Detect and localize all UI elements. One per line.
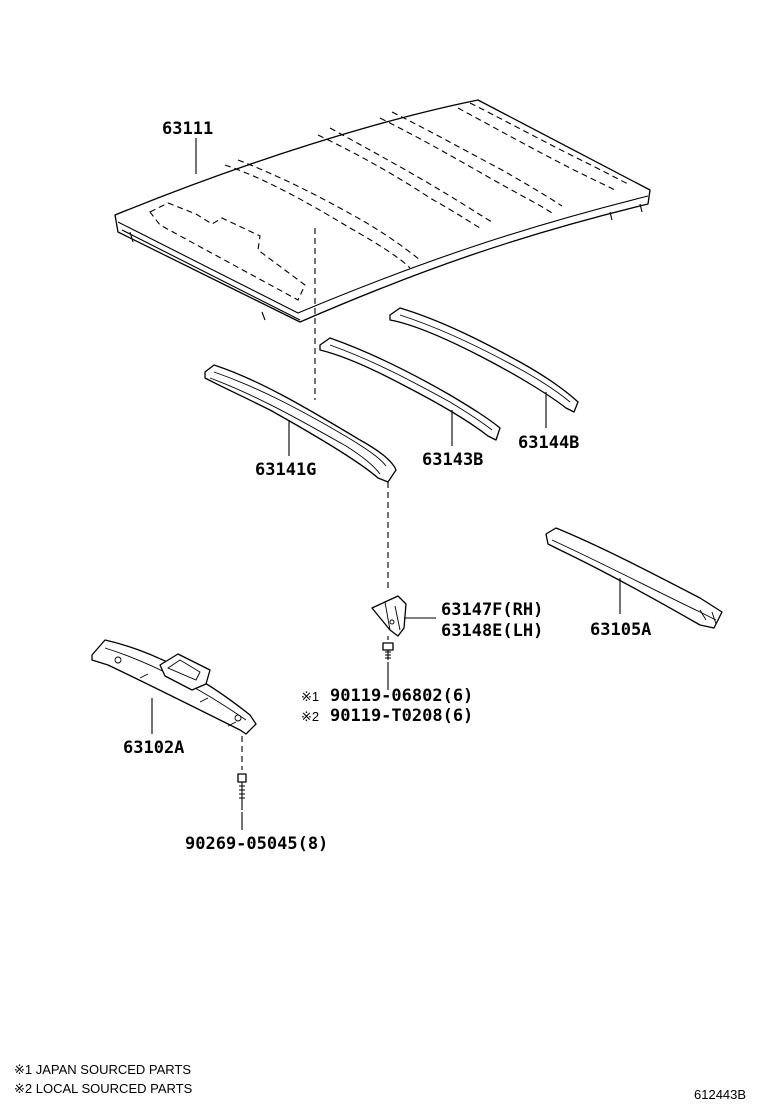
rear-header[interactable]	[545, 527, 723, 629]
note-mark-2: ※2	[301, 709, 319, 724]
roof-bow-3[interactable]	[389, 307, 579, 413]
roof-bow-2[interactable]	[319, 337, 501, 441]
footnote-japan: ※1 JAPAN SOURCED PARTS	[14, 1062, 191, 1077]
label-90119-06802: 90119-06802(6)	[330, 686, 473, 706]
front-header[interactable]	[91, 639, 257, 735]
label-63102A: 63102A	[123, 738, 184, 758]
label-63111: 63111	[162, 119, 213, 139]
label-63148E: 63148E(LH)	[441, 621, 543, 641]
figure-code: 612443B	[694, 1087, 746, 1102]
label-63147F: 63147F(RH)	[441, 600, 543, 620]
roof-bracket[interactable]	[371, 595, 407, 637]
label-90119-T0208: 90119-T0208(6)	[330, 706, 473, 726]
rivet-90269[interactable]	[237, 773, 247, 810]
bolt-90119[interactable]	[382, 636, 394, 660]
note-mark-1: ※1	[301, 689, 319, 704]
label-63143B: 63143B	[422, 450, 483, 470]
label-63144B: 63144B	[518, 433, 579, 453]
label-63141G: 63141G	[255, 460, 316, 480]
roof-panel[interactable]	[114, 99, 651, 323]
label-63105A: 63105A	[590, 620, 651, 640]
label-90269-05045: 90269-05045(8)	[185, 834, 328, 854]
footnote-local: ※2 LOCAL SOURCED PARTS	[14, 1081, 193, 1096]
